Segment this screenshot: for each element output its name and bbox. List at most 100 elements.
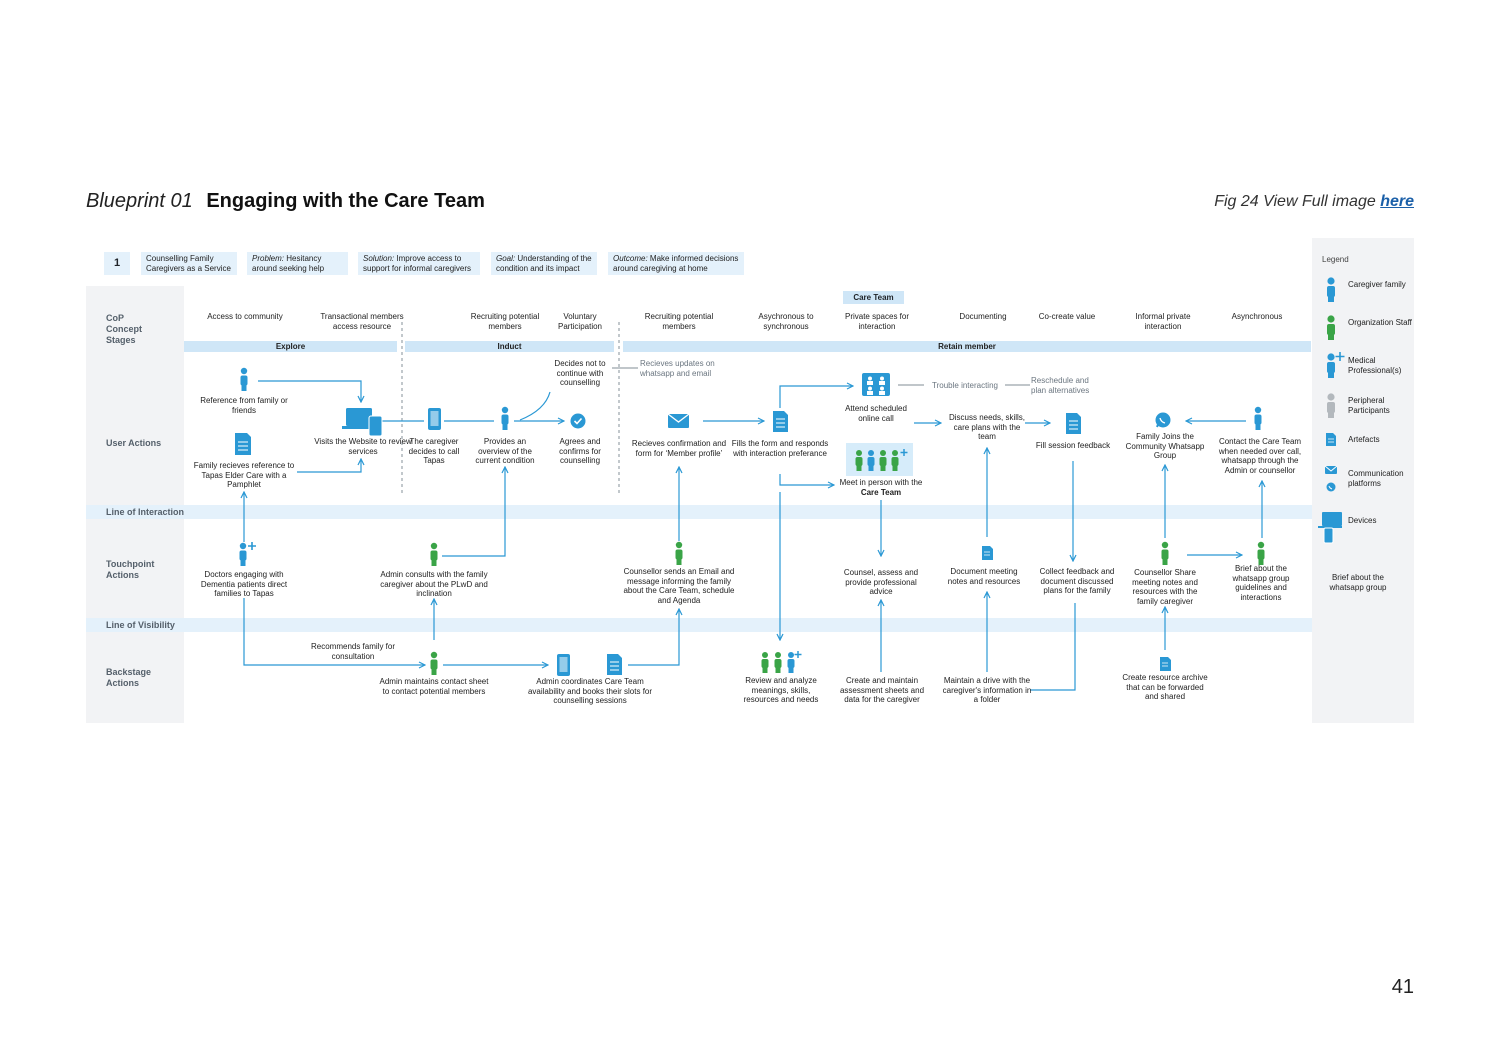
brief-group-label: Brief about the whatsapp group guideline…	[1232, 564, 1290, 602]
organization-staff-icon	[430, 651, 438, 675]
trouble-label: Trouble interacting	[932, 381, 998, 390]
problem-key: Problem:	[252, 254, 285, 263]
stage-label: Transactional members access resource	[320, 312, 404, 331]
stage-label: Asychronous to synchronous	[758, 312, 814, 331]
organization-staff-legend-icon	[1327, 315, 1335, 340]
care-team-tag: Care Team	[843, 291, 904, 304]
arrow-admin-to-overview	[442, 467, 505, 557]
staff-group-icon	[761, 651, 802, 673]
whatsapp-icon	[1155, 412, 1171, 428]
problem-text: Hesitancy around seeking help	[252, 254, 325, 273]
page-title: Blueprint 01 Engaging with the Care Team	[86, 190, 485, 213]
legend-communication: Communication platforms	[1348, 469, 1404, 488]
counsellor-share-label: Counsellor Share meeting notes and resou…	[1132, 568, 1198, 606]
admin-consults-label: Admin consults with the family caregiver…	[380, 570, 488, 598]
legend-medical: Medical Professional(s)	[1348, 356, 1402, 375]
stage-label: Access to community	[207, 312, 283, 321]
arrow-doctors-to-admin-contact	[243, 598, 425, 665]
reschedule-label: Reschedule and plan alternatives	[1031, 376, 1090, 395]
row-label-stages: CoP Concept Stages	[106, 313, 142, 345]
joins-group-label: Family Joins the Community Whatsapp Grou…	[1125, 432, 1205, 460]
legend-peripheral: Peripheral Participants	[1348, 396, 1390, 415]
figure-caption: Fig 24 View Full image here	[1214, 193, 1414, 211]
devices-legend-icon	[1318, 512, 1342, 544]
organization-staff-icon	[430, 542, 438, 566]
legend-devices: Devices	[1348, 516, 1377, 525]
page-number: 41	[1391, 976, 1414, 998]
decides-call-label: The caregiver decides to call Tapas	[408, 437, 460, 465]
solution-text: Improve access to support for informal c…	[363, 254, 472, 273]
legend-org-staff: Organization Staff	[1348, 318, 1412, 327]
full-image-link[interactable]: here	[1380, 193, 1414, 210]
blueprint-number: 1	[104, 252, 130, 275]
figure-caption-text: Fig 24 View Full image	[1214, 193, 1376, 210]
pamphlet-document-icon	[235, 433, 251, 455]
updates-label: Recieves updates on whatsapp and email	[640, 359, 715, 378]
stage-label: Documenting	[959, 312, 1007, 321]
stage-label: Private spaces for interaction	[844, 312, 910, 331]
whatsapp-legend-icon	[1326, 482, 1336, 492]
arrow-pamphlet-to-website	[297, 459, 361, 473]
goal-text: Understanding of the condition and its i…	[496, 254, 592, 273]
arrow-form-to-online-call	[779, 386, 853, 408]
form-document-icon	[773, 411, 788, 432]
row-label-panel	[86, 286, 184, 723]
caregiver-icon	[501, 406, 509, 430]
video-call-icon	[862, 373, 890, 396]
artefact-icons	[235, 411, 1336, 675]
care-team-group-icon	[846, 443, 913, 476]
discuss-needs-label: Discuss needs, skills, care plans with t…	[948, 413, 1026, 441]
device-icons	[342, 408, 1342, 676]
pamphlet-label: Family recieves reference to Tapas Elder…	[193, 461, 295, 489]
row-label-user-actions: User Actions	[106, 438, 162, 448]
visits-website-label: Visits the Website to review services	[314, 437, 412, 456]
legend-title: Legend	[1322, 255, 1349, 264]
blueprint-title: Engaging with the Care Team	[206, 190, 485, 212]
phase-explore: Explore	[184, 341, 397, 352]
row-label-touchpoint: Touchpoint Actions	[106, 559, 155, 580]
laptop-device-icon	[342, 408, 383, 437]
check-circle-icon	[570, 413, 586, 429]
attend-call-label: Attend scheduled online call	[845, 404, 907, 423]
recommends-label: Recommends family for consultation	[310, 642, 396, 661]
meet-in-person-label: Meet in person with the Care Team	[836, 478, 926, 497]
problem-chip: Problem: Hesitancy around seeking help	[247, 252, 348, 275]
meet-in-person-text: Meet in person with the	[839, 478, 923, 487]
peripheral-legend-icon	[1327, 393, 1335, 418]
review-label: Review and analyze meanings, skills, res…	[743, 676, 819, 704]
service-text: Counselling Family Caregivers as a Servi…	[146, 254, 231, 273]
fills-form-label: Fills the form and responds with interac…	[731, 439, 829, 458]
agrees-label: Agrees and confirms for counselling	[559, 437, 601, 465]
feedback-document-icon	[1066, 413, 1081, 434]
admin-coordinates-label: Admin coordinates Care Team availability…	[527, 677, 653, 705]
create-sheets-label: Create and maintain assessment sheets an…	[839, 676, 925, 704]
document-notes-label: Document meeting notes and resources	[947, 567, 1021, 586]
legend-note: Brief about the whatsapp group	[1329, 573, 1387, 592]
service-chip: Counselling Family Caregivers as a Servi…	[141, 252, 237, 275]
connector-to-decides-not	[519, 391, 551, 421]
row-label-backstage: Backstage Actions	[106, 667, 152, 688]
stage-label: Co-create value	[1038, 312, 1096, 321]
outcome-chip: Outcome: Make informed decisions around …	[608, 252, 744, 275]
decides-not-label: Decides not to continue with counselling	[554, 359, 606, 387]
collect-feedback-label: Collect feedback and document discussed …	[1039, 567, 1115, 595]
caregiver-legend-icon	[1327, 277, 1335, 302]
row-label-line-of-interaction: Line of Interaction	[106, 507, 185, 517]
phase-retain: Retain member	[623, 341, 1311, 352]
email-legend-icon	[1324, 465, 1338, 474]
meeting-notes-icon	[982, 546, 993, 560]
contact-team-label: Contact the Care Team when needed over c…	[1218, 437, 1302, 475]
arrow-form-to-in-person	[779, 474, 834, 485]
goal-chip: Goal: Understanding of the condition and…	[491, 252, 597, 275]
goal-key: Goal:	[496, 254, 516, 263]
stage-label: Recruiting potential members	[644, 312, 714, 331]
caregiver-icon	[240, 367, 248, 391]
maintain-drive-label: Maintain a drive with the caregiver's in…	[942, 676, 1032, 704]
resource-archive-label: Create resource archive that can be forw…	[1122, 673, 1208, 701]
provides-overview-label: Provides an overview of the current cond…	[475, 437, 535, 465]
counsel-assess-label: Counsel, assess and provide professional…	[843, 568, 919, 596]
outcome-text: Make informed decisions around caregivin…	[613, 254, 739, 273]
stage-label: Voluntary Participation	[557, 312, 603, 331]
organization-staff-icon	[675, 541, 683, 565]
